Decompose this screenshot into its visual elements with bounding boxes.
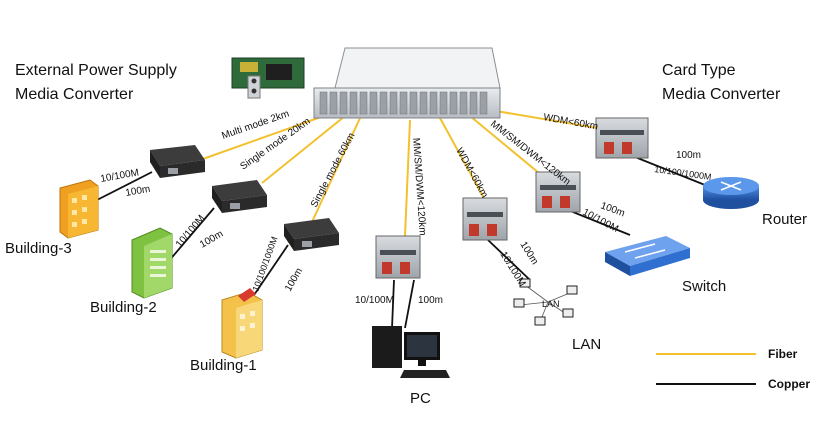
converter-building2 [212, 180, 267, 213]
port-speed-building3: 10/100M [100, 167, 140, 185]
port-dist-pc: 100m [418, 295, 443, 306]
link-label-wdm60-router: WDM<60km [542, 112, 598, 132]
building2-icon [131, 227, 173, 299]
copper-link-building3 [96, 171, 153, 201]
legend: Fiber Copper [656, 347, 810, 391]
lan-small-label: LAN [542, 299, 560, 309]
fiber-link-router [489, 109, 598, 129]
switch-label: Switch [682, 278, 726, 295]
pc-icon [372, 326, 450, 378]
copper-link-pc-b [404, 279, 415, 329]
port-dist-building2: 100m [198, 229, 225, 251]
converter-building1 [284, 218, 339, 251]
port-dist-lan: 100m [517, 240, 540, 267]
copper-link-pc-a [391, 279, 395, 329]
building3-label: Building-3 [5, 240, 72, 257]
fiber-link-pc [404, 119, 411, 237]
switch-icon [605, 236, 690, 276]
link-label-wdm60: WDM<60km [453, 146, 489, 200]
external-card-module [231, 57, 305, 99]
external-heading-line2: Media Converter [15, 86, 134, 103]
card-converter-lan [462, 197, 508, 241]
link-label-mmsm120-pc: MM/SM/DWM<120km [410, 137, 428, 236]
building1-icon [221, 288, 263, 359]
chassis-slots [319, 91, 488, 115]
port-speed-pc: 10/100M [355, 295, 394, 306]
copper-links [96, 154, 706, 329]
lan-computers [513, 278, 578, 326]
copper-link-lan [487, 239, 531, 281]
card-converter-switch [535, 171, 581, 213]
link-label-mmsm120-switch: MM/SM/DWM<120km [488, 119, 572, 188]
fiber-link-building1 [311, 117, 361, 223]
copper-link-router [629, 154, 706, 186]
fiber-link-building3 [199, 111, 336, 161]
fiber-link-building2 [261, 115, 346, 184]
port-speed-lan: 10/100M [497, 250, 527, 289]
lan-label: LAN [572, 336, 601, 353]
port-speed-router: 10/100/1000M [654, 164, 712, 182]
copper-link-building2 [167, 207, 215, 263]
link-label-singlemode60: Single mode 60km [309, 131, 358, 209]
copper-link-building1 [251, 244, 289, 299]
chassis-rack [313, 47, 501, 119]
card-converter-router [595, 117, 649, 159]
fiber-links [199, 109, 598, 237]
legend-copper-label: Copper [768, 377, 810, 391]
fiber-link-lan [439, 117, 486, 201]
legend-fiber-label: Fiber [768, 347, 798, 361]
card-heading-line2: Media Converter [662, 86, 781, 103]
building3-icon [59, 179, 99, 239]
router-label: Router [762, 211, 807, 228]
building2-label: Building-2 [90, 299, 157, 316]
card-heading-line1: Card Type [662, 62, 736, 79]
port-dist-building3: 100m [125, 184, 152, 199]
port-dist-router: 100m [676, 150, 701, 161]
fiber-link-switch [469, 115, 546, 179]
converter-building3 [150, 145, 205, 178]
card-converter-pc [375, 235, 421, 279]
port-dist-building1: 100m [283, 266, 305, 293]
building1-label: Building-1 [190, 357, 257, 374]
router-icon [703, 177, 759, 209]
external-heading-line1: External Power Supply [15, 62, 177, 79]
pc-label: PC [410, 390, 431, 407]
